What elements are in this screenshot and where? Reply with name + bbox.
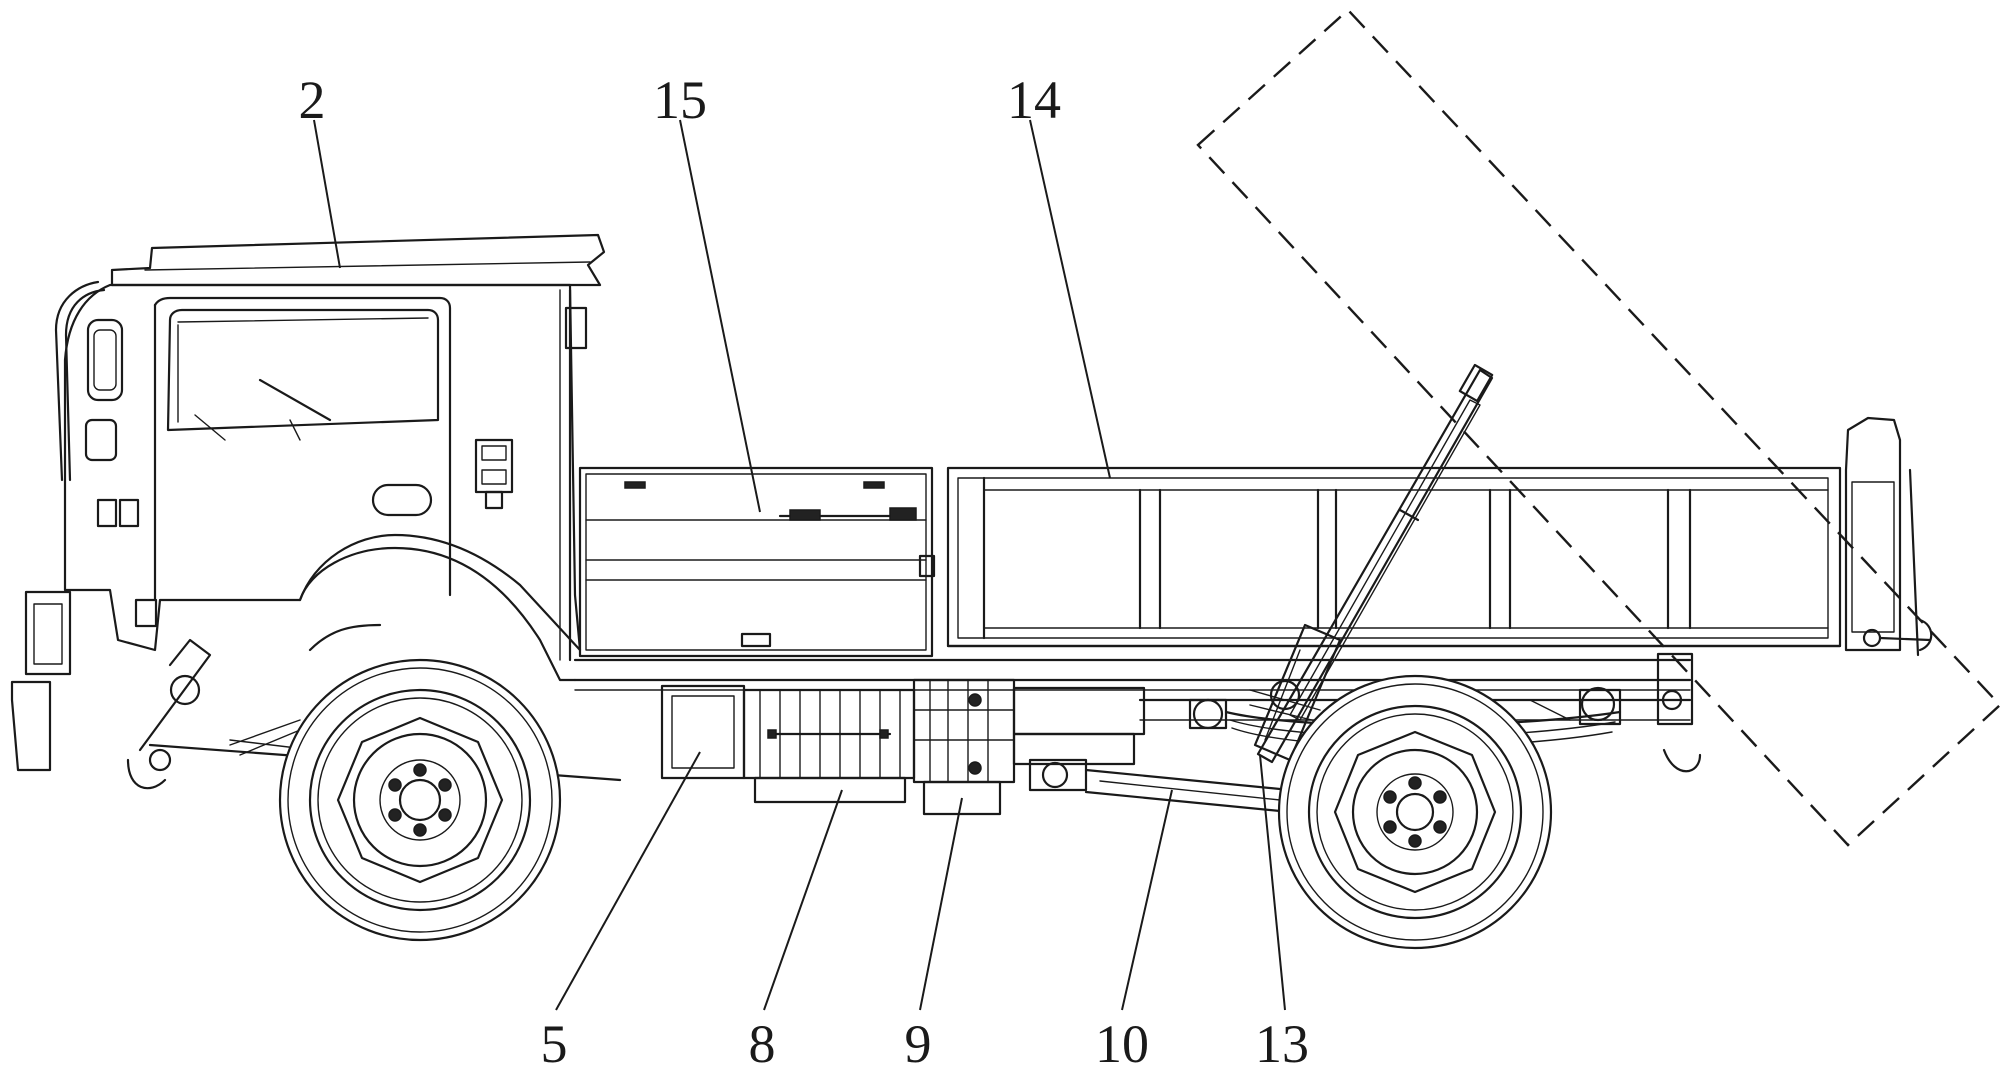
cab [12, 235, 604, 770]
callout-15: 15 [653, 70, 707, 130]
front-wheel [280, 660, 560, 940]
callout-10: 10 [1095, 1014, 1149, 1073]
callout-5: 5 [541, 1014, 568, 1073]
chassis-frame [575, 660, 1690, 720]
callout-9: 9 [905, 1014, 932, 1073]
callout-8: 8 [749, 1014, 776, 1073]
callout-13: 13 [1255, 1014, 1309, 1073]
callout-14: 14 [1007, 70, 1061, 130]
rear-wheel [1279, 676, 1551, 948]
callout-2: 2 [299, 70, 326, 130]
battery-pack [662, 686, 914, 802]
drive-shaft [1030, 760, 1290, 812]
